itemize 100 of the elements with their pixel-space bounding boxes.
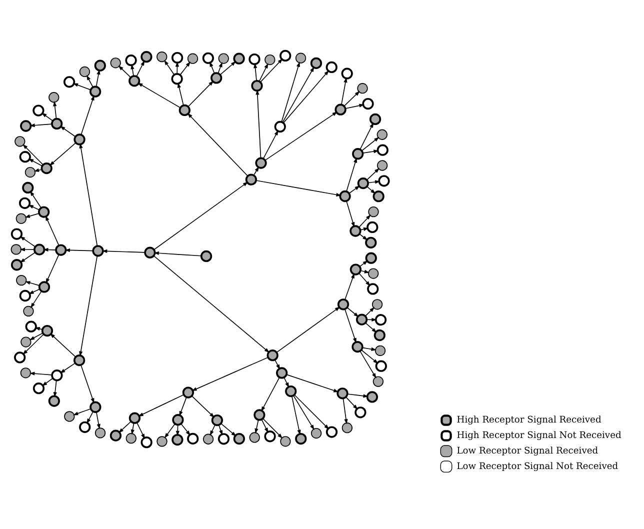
node-circle — [24, 166, 36, 178]
arrow — [345, 103, 364, 108]
node-circle — [274, 120, 286, 132]
arrow — [346, 306, 359, 317]
node-circle — [372, 190, 384, 202]
node-circle — [38, 206, 50, 218]
node-circle — [376, 144, 388, 156]
arrow — [191, 395, 215, 418]
node-circle — [233, 52, 245, 64]
node-circle — [266, 349, 278, 361]
node-circle — [156, 436, 168, 446]
node-circle — [90, 85, 102, 97]
node-circle — [372, 298, 383, 310]
arrow — [28, 204, 40, 210]
node-circle — [110, 57, 121, 68]
arrow — [164, 59, 175, 74]
arrow — [260, 58, 283, 82]
node-circle — [356, 313, 368, 325]
node-circle — [254, 408, 266, 420]
arrow — [360, 349, 378, 364]
arrow — [20, 236, 36, 247]
node-circle — [352, 340, 364, 352]
arrow — [361, 136, 380, 151]
arrow — [118, 420, 132, 433]
arrow — [274, 358, 280, 370]
node-circle — [94, 59, 106, 71]
node-circle — [280, 49, 292, 62]
arrow — [342, 398, 348, 424]
node-circle — [374, 344, 386, 356]
node-circle — [375, 360, 387, 372]
arrow — [79, 142, 98, 246]
arrow — [53, 379, 57, 397]
arrow — [154, 181, 248, 250]
node-circle — [326, 426, 338, 438]
node-circle — [372, 376, 384, 386]
arrow — [341, 76, 348, 104]
node-circle — [25, 320, 37, 332]
node-circle — [172, 433, 184, 446]
arrow — [344, 272, 354, 300]
node-circle — [357, 177, 369, 189]
arrow — [360, 269, 370, 273]
arrow — [30, 290, 42, 308]
arrow — [86, 410, 94, 424]
node-circle — [48, 394, 60, 406]
arrow — [283, 70, 330, 123]
arrow — [348, 185, 360, 194]
arrow — [358, 272, 370, 286]
node-circle — [144, 246, 156, 258]
node-circle — [74, 133, 86, 145]
arrow — [364, 306, 375, 316]
arrow — [138, 82, 181, 108]
node-circle — [182, 386, 194, 398]
node-circle — [350, 224, 362, 236]
node-circle — [248, 52, 260, 65]
node-circle — [140, 50, 152, 62]
node-circle — [295, 52, 306, 63]
arrow — [118, 64, 132, 78]
node-circle — [94, 427, 106, 438]
node-circle — [55, 244, 67, 256]
node-circle — [110, 429, 122, 441]
node-circle — [255, 156, 267, 168]
arrow — [179, 396, 187, 416]
node-circle — [342, 422, 352, 433]
node-circle — [34, 243, 46, 255]
arrow — [154, 250, 202, 256]
arrow — [188, 80, 214, 106]
node-circle — [249, 432, 260, 442]
arrow — [220, 60, 236, 75]
arrow — [258, 62, 268, 82]
node-circle — [218, 432, 230, 444]
node-circle — [92, 244, 104, 256]
arrow — [360, 122, 374, 150]
arrow — [261, 418, 268, 432]
arrow — [42, 112, 54, 121]
node-circle — [365, 252, 377, 264]
arrow — [49, 142, 76, 166]
node-circle — [245, 173, 258, 185]
node-circle — [280, 436, 291, 446]
arrow — [359, 233, 368, 240]
node-circle — [23, 305, 34, 316]
node-circle — [79, 420, 91, 432]
arrow — [60, 125, 76, 137]
node-circle — [310, 427, 322, 438]
arrow — [96, 411, 100, 429]
node-circle — [90, 400, 102, 412]
node-circle — [125, 54, 137, 66]
arrow — [72, 82, 91, 90]
arrow — [20, 247, 35, 251]
node-circle — [140, 436, 152, 448]
node-circle — [334, 103, 346, 115]
arrow — [136, 422, 145, 439]
node-circle — [366, 390, 378, 402]
legend-label: High Receptor Signal Not Received — [456, 430, 622, 441]
node-circle — [350, 263, 362, 275]
node-circle — [32, 382, 45, 394]
arrow — [153, 254, 270, 352]
node-circle — [200, 250, 212, 262]
node-circle — [264, 54, 276, 65]
arrow — [264, 111, 338, 160]
node-circle — [41, 324, 54, 336]
